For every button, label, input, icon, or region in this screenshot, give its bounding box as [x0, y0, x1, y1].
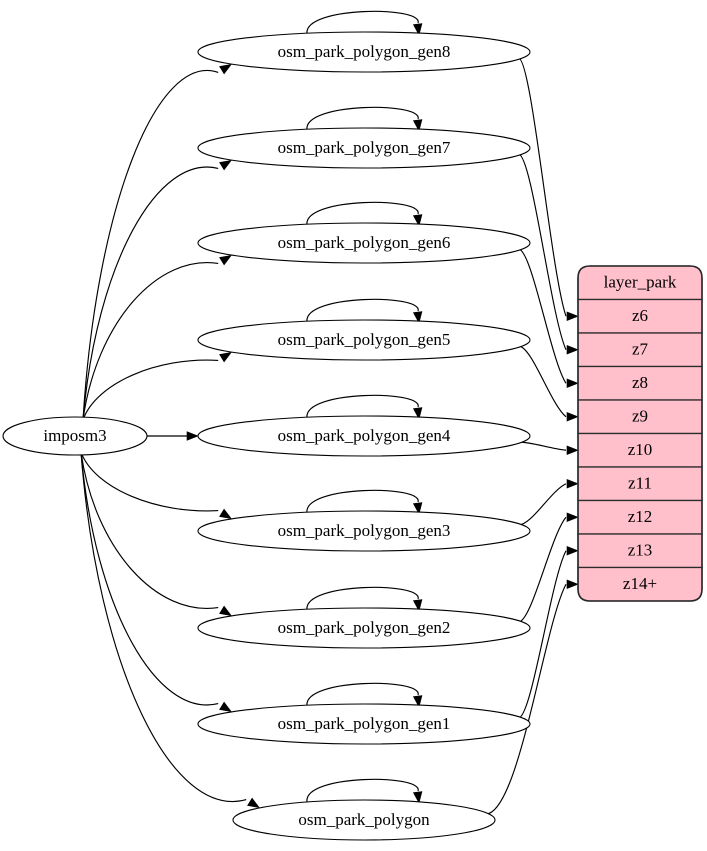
- edge-gen5-to-z9: [518, 345, 567, 418]
- arrowhead-imposm3-to-gen8: [219, 63, 232, 75]
- arrowhead-gen2-to-z12: [566, 512, 579, 522]
- arrowhead-self-loop-base: [412, 791, 423, 804]
- arrowhead-gen5-to-z9: [566, 412, 579, 422]
- arrowhead-base-to-z14+: [566, 579, 579, 589]
- node-gen1-ellipse[interactable]: [197, 703, 531, 745]
- arrowhead-imposm3-to-gen5: [219, 351, 232, 363]
- node-base-ellipse[interactable]: [232, 799, 496, 841]
- layer-park-row-z13[interactable]: [577, 533, 703, 569]
- edge-imposm3-to-gen8: [82, 70, 219, 420]
- edge-imposm3-to-gen7: [82, 166, 219, 420]
- arrowhead-self-loop-gen1: [412, 695, 423, 708]
- layer-park-row-z10[interactable]: [577, 432, 703, 468]
- edge-gen6-to-z8: [518, 248, 567, 384]
- arrowhead-self-loop-gen2: [412, 599, 423, 612]
- node-gen5-ellipse[interactable]: [197, 319, 531, 361]
- node-gen7-ellipse[interactable]: [197, 127, 531, 169]
- self-loop-gen2: [306, 586, 419, 611]
- arrowhead-gen3-to-z11: [566, 479, 579, 489]
- node-gen6-ellipse[interactable]: [197, 222, 531, 264]
- arrowhead-imposm3-to-gen3: [219, 508, 232, 520]
- layer-park-row-z12[interactable]: [577, 499, 703, 535]
- arrowhead-self-loop-gen6: [412, 214, 423, 227]
- edge-gen7-to-z7: [518, 153, 567, 350]
- edge-gen2-to-z12: [518, 516, 567, 623]
- layer-park-row-z7[interactable]: [577, 332, 703, 368]
- layer-park-header-cell: [577, 265, 703, 301]
- arrowhead-self-loop-gen8: [412, 23, 423, 36]
- arrowhead-imposm3-to-gen1: [219, 701, 232, 713]
- edge-gen1-to-z13: [518, 550, 567, 719]
- edges-layer: [80, 10, 579, 815]
- layer-park-row-z11[interactable]: [577, 466, 703, 502]
- arrowhead-self-loop-gen4: [412, 407, 423, 420]
- edge-gen3-to-z11: [518, 483, 567, 526]
- edge-imposm3-to-gen5: [82, 359, 219, 420]
- layer-park-row-z9[interactable]: [577, 399, 703, 435]
- edge-imposm3-to-gen3: [80, 452, 219, 512]
- nodes-layer: osm_park_polygon_gen8osm_park_polygon_ge…: [2, 31, 531, 841]
- edge-imposm3-to-gen1: [80, 452, 219, 706]
- self-loop-gen3: [306, 489, 419, 514]
- edge-gen8-to-z6: [517, 57, 567, 317]
- arrowhead-imposm3-to-gen7: [219, 159, 232, 171]
- self-loop-gen4: [306, 394, 419, 419]
- edge-base-to-z14+: [485, 583, 567, 815]
- arrowhead-self-loop-gen5: [412, 311, 423, 324]
- arrowhead-gen8-to-z6: [566, 311, 579, 321]
- self-loop-base: [306, 778, 419, 803]
- arrowhead-gen7-to-z7: [566, 345, 579, 355]
- arrowhead-imposm3-to-gen6: [219, 254, 232, 266]
- node-imposm3-ellipse[interactable]: [2, 416, 148, 456]
- arrowhead-gen6-to-z8: [566, 378, 579, 388]
- edge-imposm3-to-gen2: [80, 452, 219, 610]
- arrowhead-gen4-to-z10: [566, 445, 579, 455]
- arrowhead-imposm3-to-gen4: [186, 431, 199, 441]
- edge-imposm3-to-gen6: [82, 261, 219, 420]
- arrowhead-self-loop-gen3: [412, 502, 423, 515]
- arrowhead-imposm3-to-base: [247, 797, 260, 809]
- layer-park-row-z6[interactable]: [577, 298, 703, 334]
- layer-park-row-z14+[interactable]: [577, 566, 703, 602]
- arrowhead-gen1-to-z13: [566, 546, 579, 556]
- edge-imposm3-to-base: [80, 452, 247, 802]
- self-loop-gen5: [306, 298, 419, 323]
- arrowhead-imposm3-to-gen2: [219, 605, 232, 617]
- node-gen8-ellipse[interactable]: [197, 31, 531, 73]
- node-gen4-ellipse[interactable]: [197, 415, 531, 457]
- node-gen2-ellipse[interactable]: [197, 607, 531, 649]
- node-gen3-ellipse[interactable]: [197, 510, 531, 552]
- arrowhead-self-loop-gen7: [412, 119, 423, 132]
- self-loop-gen6: [306, 201, 419, 226]
- self-loop-gen8: [306, 10, 419, 35]
- self-loop-gen7: [306, 106, 419, 131]
- layer-park-outline: [577, 265, 703, 602]
- edge-gen4-to-z10: [518, 441, 567, 451]
- self-loop-gen1: [306, 682, 419, 707]
- layer-park-row-z8[interactable]: [577, 365, 703, 401]
